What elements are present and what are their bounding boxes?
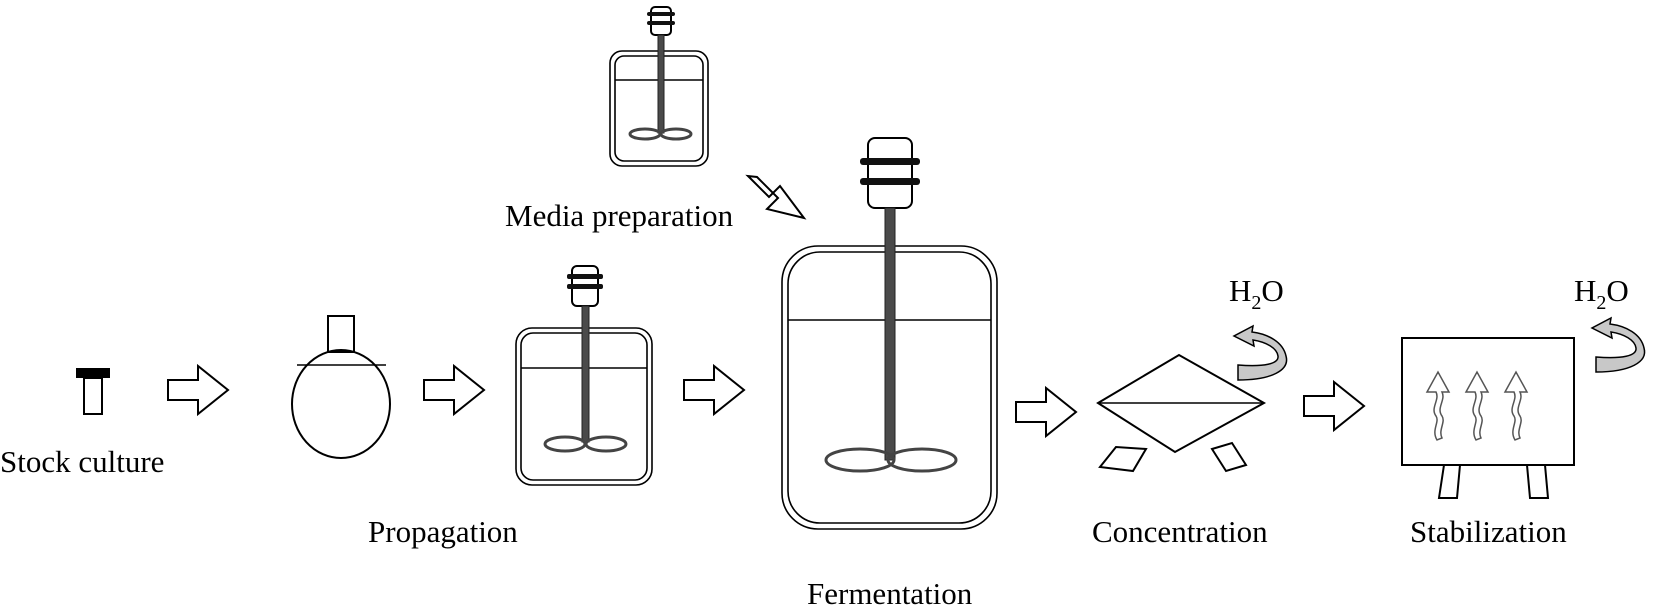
process-arrow-3 <box>683 363 746 417</box>
label-media-preparation: Media preparation <box>505 198 734 233</box>
propagation-flask <box>291 315 391 459</box>
media-preparation-tank <box>609 6 709 167</box>
label-fermentation: Fermentation <box>807 576 973 611</box>
process-arrow-5 <box>1303 379 1366 433</box>
main-fermenter <box>781 137 998 530</box>
seed-fermenter <box>515 265 653 486</box>
water-label-concentration: H2O <box>1229 273 1284 314</box>
water-removal-icon <box>1232 324 1288 381</box>
media-feed-arrow <box>745 174 807 220</box>
stabilization-dryer <box>1401 337 1575 499</box>
heat-wave-icons <box>1425 370 1529 441</box>
label-propagation: Propagation <box>368 514 518 549</box>
process-arrow-2 <box>423 363 486 417</box>
process-arrow-4 <box>1015 385 1078 439</box>
water-label-stabilization: H2O <box>1574 273 1629 314</box>
concentrator <box>1096 353 1267 473</box>
stock-culture-vial <box>76 368 110 415</box>
label-stock-culture: Stock culture <box>0 444 164 479</box>
water-removal-icon <box>1590 316 1646 373</box>
process-arrow-1 <box>167 363 230 417</box>
label-concentration: Concentration <box>1092 514 1268 549</box>
label-stabilization: Stabilization <box>1410 514 1567 549</box>
